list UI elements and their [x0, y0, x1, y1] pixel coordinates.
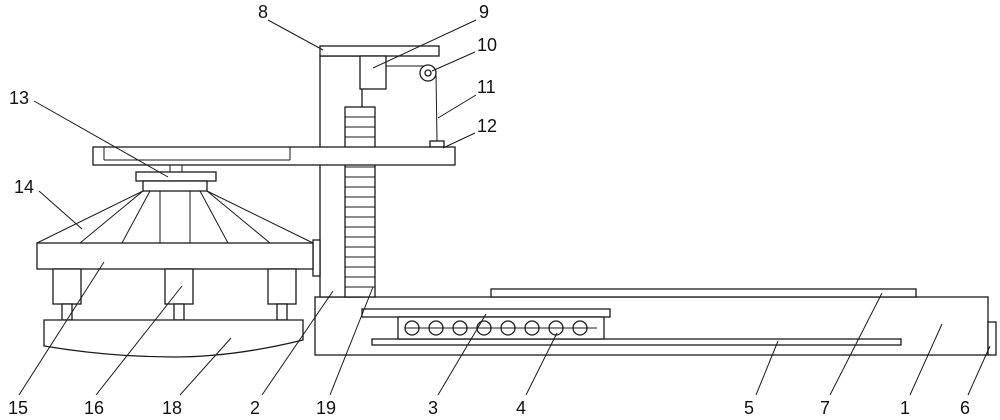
- label-3: 3: [428, 398, 438, 418]
- label-5: 5: [744, 398, 754, 418]
- label-12: 12: [477, 116, 497, 136]
- label-1: 1: [900, 398, 910, 418]
- label-18: 18: [162, 398, 182, 418]
- label-11: 11: [477, 77, 496, 97]
- part-labels: 8 9 10 11 12 13 14 15 16 18 2 19 3 4 5 7…: [8, 2, 970, 418]
- curved-base-plate: [43, 319, 304, 358]
- label-8: 8: [258, 2, 268, 22]
- mount-plate: [135, 171, 217, 182]
- pulley-hub: [424, 69, 432, 77]
- hook-block: [429, 140, 445, 148]
- top-plate: [490, 288, 917, 298]
- cylinder-legs: [52, 268, 297, 321]
- label-19: 19: [316, 398, 336, 418]
- mount-block: [142, 180, 208, 192]
- hanging-cable: [435, 72, 438, 142]
- vertical-rack: [344, 106, 376, 298]
- support-frame: [36, 190, 314, 244]
- motor-box: [359, 55, 387, 90]
- column-side-block: [312, 239, 321, 277]
- base-end-plate: [987, 321, 997, 356]
- label-9: 9: [479, 2, 489, 22]
- label-10: 10: [477, 35, 497, 55]
- label-2: 2: [250, 398, 260, 418]
- roller-row: [404, 320, 597, 336]
- label-7: 7: [820, 398, 830, 418]
- top-cap: [319, 45, 440, 57]
- label-6: 6: [960, 398, 970, 418]
- label-16: 16: [84, 398, 104, 418]
- horizontal-arm: [92, 146, 456, 166]
- label-14: 14: [14, 177, 34, 197]
- label-13: 13: [9, 88, 29, 108]
- leader-lines: [18, 19, 991, 396]
- sliding-carriage: [361, 308, 611, 318]
- lower-beam: [36, 242, 314, 270]
- label-4: 4: [516, 398, 526, 418]
- label-15: 15: [8, 398, 28, 418]
- bottom-track: [371, 338, 902, 346]
